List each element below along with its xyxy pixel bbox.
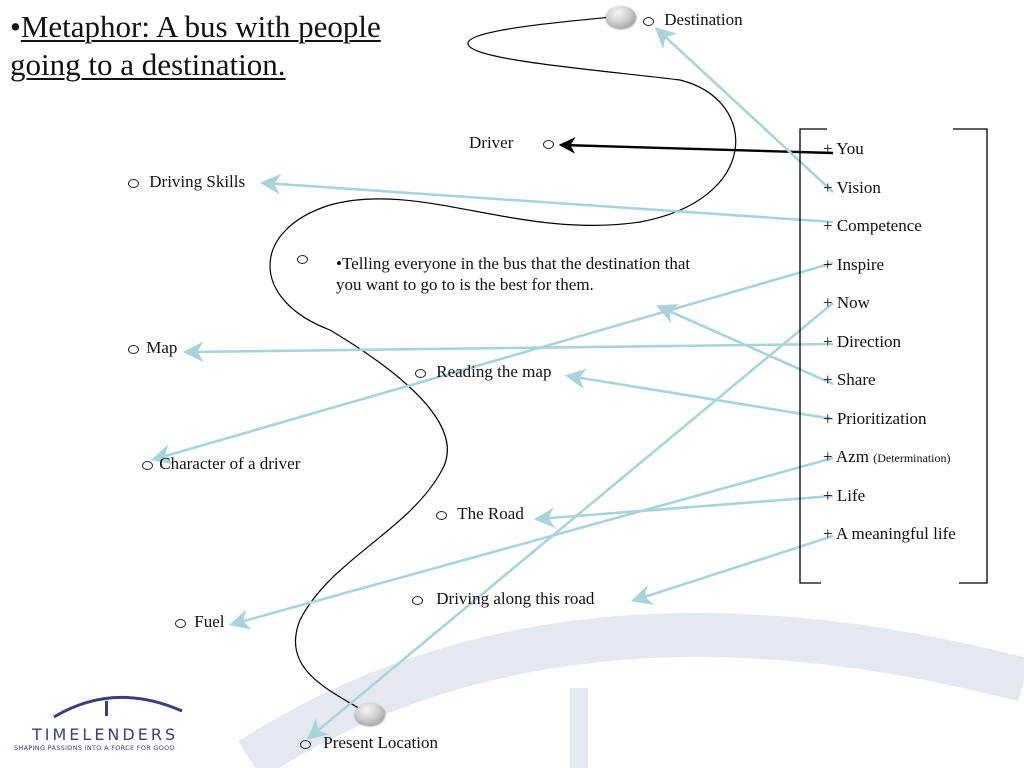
driver-circle-icon [543, 140, 554, 149]
slide-title: •Metaphor: A bus with people going to a … [10, 8, 381, 84]
list-item-meaningful-life: + A meaningful life [823, 524, 956, 543]
arrow-direction-map [182, 341, 834, 363]
reading-map-group: Reading the map [415, 362, 551, 382]
character-label: Character of a driver [159, 454, 301, 473]
list-item-life: + Life [823, 485, 866, 505]
arrow-life-road [533, 494, 834, 529]
circle-bullet-icon [412, 595, 423, 605]
driving-skills-group: Driving Skills [128, 172, 245, 192]
arrow-you-driver [558, 137, 834, 155]
list-item-competence: + Competence [823, 216, 922, 235]
circle-bullet-icon [415, 368, 426, 378]
present-location-group: Present Location [300, 733, 438, 753]
map-group: Map [128, 338, 177, 358]
circle-bullet-icon [128, 344, 139, 354]
list-item-share: + Share [823, 370, 876, 389]
fuel-label: Fuel [194, 612, 225, 631]
map-label: Map [146, 338, 178, 357]
circle-bullet-icon [436, 510, 447, 520]
circle-bullet-icon [643, 16, 654, 26]
present-location-node [355, 703, 385, 725]
logo-name: TIMELENDERS [32, 725, 179, 744]
arrow-vision-destination [654, 27, 834, 193]
driving-along-group: Driving along this road [412, 589, 594, 609]
destination-label: Destination [664, 10, 743, 29]
list-item-prioritization: + Prioritization [823, 408, 927, 428]
telling-text: •Telling everyone in the bus that the de… [336, 254, 691, 294]
list-item-you: + You [823, 139, 864, 158]
timelenders-logo: TIMELENDERS SHAPING PASSIONS INTO A FORC… [14, 685, 234, 755]
title-line-1: Metaphor: A bus with people [20, 9, 381, 44]
arrow-azm-fuel [228, 456, 834, 630]
arrow-prioritization-reading [564, 368, 834, 421]
circle-bullet-icon [175, 618, 186, 628]
arrow-inspire-character [151, 261, 834, 465]
arrow-now-present [306, 301, 834, 740]
azm-label: + Azm [823, 447, 869, 466]
destination-label-group: Destination [643, 10, 743, 30]
the-road-group: The Road [436, 504, 524, 524]
title-bullet: • [10, 9, 21, 44]
azm-note: (Determination) [873, 451, 951, 465]
logo-tagline: SHAPING PASSIONS INTO A FORCE FOR GOOD [14, 744, 175, 752]
circle-bullet-icon [300, 739, 311, 749]
arrow-share-telling [656, 304, 834, 386]
driving-skills-label: Driving Skills [149, 172, 246, 191]
title-line-2: going to a destination. [10, 47, 286, 82]
reading-map-label: Reading the map [436, 362, 552, 381]
driving-along-label: Driving along this road [436, 589, 595, 608]
list-item-direction: + Direction [823, 331, 902, 351]
list-item-azm: + Azm (Determination) [823, 447, 951, 467]
circle-bullet-icon [128, 178, 139, 188]
list-bracket [799, 128, 988, 584]
logo-arc-icon [53, 695, 183, 719]
the-road-label: The Road [457, 504, 524, 523]
fuel-group: Fuel [175, 612, 224, 632]
arrow-competence-skills [259, 173, 834, 224]
list-item-inspire: + Inspire [823, 254, 885, 274]
driver-label: Driver [469, 133, 514, 152]
list-item-now: + Now [823, 293, 870, 312]
telling-circle-icon [297, 255, 308, 264]
present-location-label: Present Location [323, 733, 438, 752]
road-path [269, 16, 737, 713]
destination-node [606, 6, 636, 28]
character-group: Character of a driver [142, 454, 300, 474]
list-item-vision: + Vision [823, 177, 881, 197]
circle-bullet-icon [142, 460, 153, 470]
